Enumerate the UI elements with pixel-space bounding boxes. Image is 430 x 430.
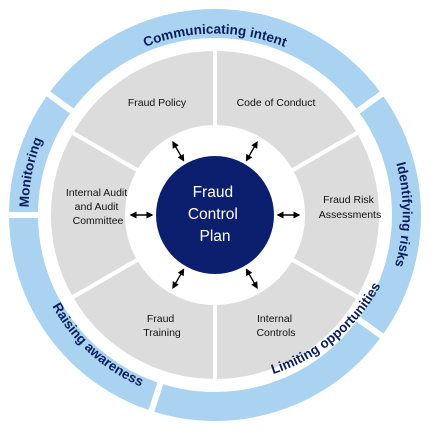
segment-label-internal-audit: Internal Audit and Audit Committee <box>66 187 130 227</box>
outer-ring <box>2 3 427 427</box>
double-arrow-internal-controls <box>245 268 258 289</box>
segment-label-fraud-policy: Fraud Policy <box>128 97 187 109</box>
segment-label-fraud-risk-assessments: Fraud Risk Assessments <box>319 194 381 221</box>
double-arrow-fraud-policy <box>172 141 185 162</box>
segment-label-internal-controls: Internal Controls <box>256 313 295 339</box>
double-arrow-code-of-conduct <box>245 141 258 162</box>
segment-label-code-of-conduct: Code of Conduct <box>237 97 316 109</box>
hub-line-2: Control <box>188 206 238 223</box>
double-arrow-fraud-training <box>172 268 185 289</box>
hub-title: Fraud Control Plan <box>188 184 242 245</box>
connector-arrows <box>129 141 301 289</box>
outer-arc-monitoring <box>2 87 79 218</box>
segment-label-fraud-training: Fraud Training <box>143 313 181 339</box>
hub-line-3: Plan <box>199 228 230 245</box>
hub-line-1: Fraud <box>193 184 234 201</box>
hub-circle <box>156 156 274 274</box>
